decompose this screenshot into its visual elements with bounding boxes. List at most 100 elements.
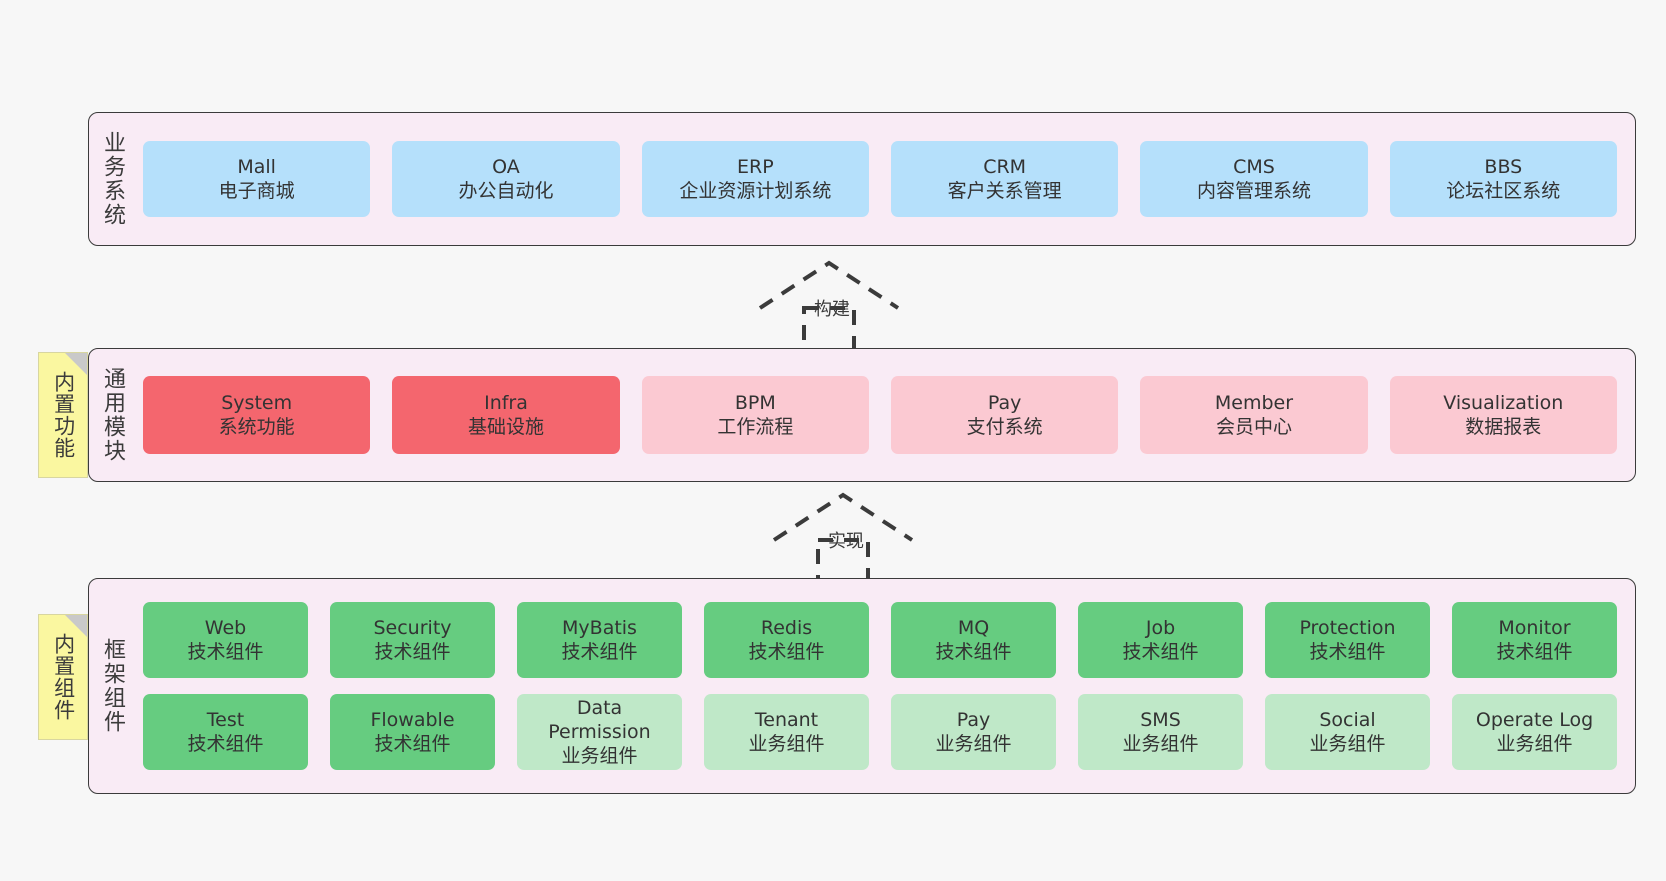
node-pay-component-desc: 业务组件 (935, 733, 1012, 755)
node-test-desc: 技术组件 (187, 733, 264, 755)
node-sms[interactable]: SMS 业务组件 (1078, 694, 1243, 770)
node-web-name: Web (204, 616, 247, 639)
node-protection-desc: 技术组件 (1309, 641, 1386, 663)
node-monitor[interactable]: Monitor 技术组件 (1452, 602, 1617, 678)
arrow-build-label: 构建 (814, 299, 850, 320)
layer-business-systems-body: Mall 电子商城 OA 办公自动化 ERP 企业资源计划系统 CRM 客户关系… (135, 113, 1635, 245)
node-bpm[interactable]: BPM 工作流程 (641, 376, 869, 454)
node-pay-component[interactable]: Pay 业务组件 (891, 694, 1056, 770)
node-flowable-name: Flowable (370, 708, 455, 731)
node-bpm-name: BPM (734, 391, 776, 414)
node-mq-name: MQ (957, 616, 990, 639)
node-flowable-desc: 技术组件 (374, 733, 451, 755)
node-job-desc: 技术组件 (1122, 641, 1199, 663)
framework-tech-row: Web 技术组件 Security 技术组件 MyBatis 技术组件 Redi… (143, 602, 1617, 678)
node-operate-log-name: Operate Log (1475, 708, 1594, 731)
node-protection[interactable]: Protection 技术组件 (1265, 602, 1430, 678)
node-infra-name: Infra (484, 391, 528, 414)
node-data-permission-name: Data Permission (548, 696, 651, 743)
note-builtin-features: 内置功能 (38, 352, 88, 478)
node-mall-name: Mall (237, 155, 276, 178)
node-bpm-desc: 工作流程 (717, 416, 794, 438)
node-mall-desc: 电子商城 (218, 180, 295, 202)
node-visualization[interactable]: Visualization 数据报表 (1389, 376, 1617, 454)
node-member-desc: 会员中心 (1215, 416, 1292, 438)
node-data-permission[interactable]: Data Permission 业务组件 (517, 694, 682, 770)
node-pay-module-desc: 支付系统 (966, 416, 1043, 438)
node-job-name: Job (1145, 616, 1176, 639)
node-mybatis-desc: 技术组件 (561, 641, 638, 663)
framework-biz-row: Test 技术组件 Flowable 技术组件 Data Permission … (143, 694, 1617, 770)
node-system-name: System (221, 391, 293, 414)
node-redis[interactable]: Redis 技术组件 (704, 602, 869, 678)
node-erp-desc: 企业资源计划系统 (679, 180, 832, 202)
node-social-name: Social (1319, 708, 1376, 731)
node-crm[interactable]: CRM 客户关系管理 (890, 141, 1119, 217)
layer-common-modules-body: System 系统功能 Infra 基础设施 BPM 工作流程 Pay 支付系统… (135, 349, 1635, 481)
node-mq-desc: 技术组件 (935, 641, 1012, 663)
module-node-row: System 系统功能 Infra 基础设施 BPM 工作流程 Pay 支付系统… (143, 376, 1617, 454)
node-mybatis-name: MyBatis (562, 616, 637, 639)
node-social[interactable]: Social 业务组件 (1265, 694, 1430, 770)
node-monitor-desc: 技术组件 (1496, 641, 1573, 663)
node-sms-name: SMS (1140, 708, 1181, 731)
node-infra-desc: 基础设施 (467, 416, 544, 438)
node-security[interactable]: Security 技术组件 (330, 602, 495, 678)
node-operate-log[interactable]: Operate Log 业务组件 (1452, 694, 1617, 770)
node-social-desc: 业务组件 (1309, 733, 1386, 755)
node-erp[interactable]: ERP 企业资源计划系统 (641, 141, 869, 217)
layer-common-modules-title: 通用模块 (99, 367, 125, 463)
node-tenant-name: Tenant (754, 708, 819, 731)
node-flowable[interactable]: Flowable 技术组件 (330, 694, 495, 770)
node-sms-desc: 业务组件 (1122, 733, 1199, 755)
layer-framework-components-body: Web 技术组件 Security 技术组件 MyBatis 技术组件 Redi… (135, 579, 1635, 793)
node-oa-name: OA (492, 155, 520, 178)
node-mq[interactable]: MQ 技术组件 (891, 602, 1056, 678)
node-pay-component-name: Pay (956, 708, 991, 731)
node-system-desc: 系统功能 (218, 416, 295, 438)
node-mall[interactable]: Mall 电子商城 (143, 141, 371, 217)
node-security-desc: 技术组件 (374, 641, 451, 663)
node-oa[interactable]: OA 办公自动化 (392, 141, 620, 217)
node-member[interactable]: Member 会员中心 (1140, 376, 1368, 454)
node-protection-name: Protection (1299, 616, 1396, 639)
node-member-name: Member (1214, 391, 1294, 414)
node-pay-module[interactable]: Pay 支付系统 (890, 376, 1119, 454)
layer-framework-components: 框架组件 Web 技术组件 Security 技术组件 MyBatis 技术组件… (88, 578, 1636, 794)
node-security-name: Security (373, 616, 452, 639)
node-crm-desc: 客户关系管理 (947, 180, 1062, 202)
arrow-implement-label: 实现 (828, 531, 864, 552)
node-cms[interactable]: CMS 内容管理系统 (1140, 141, 1368, 217)
node-pay-module-name: Pay (987, 391, 1022, 414)
node-visualization-name: Visualization (1443, 391, 1564, 414)
node-redis-desc: 技术组件 (748, 641, 825, 663)
node-oa-desc: 办公自动化 (458, 180, 554, 202)
node-web[interactable]: Web 技术组件 (143, 602, 308, 678)
layer-common-modules: 通用模块 System 系统功能 Infra 基础设施 BPM 工作流程 Pay (88, 348, 1636, 482)
node-crm-name: CRM (983, 155, 1027, 178)
node-mybatis[interactable]: MyBatis 技术组件 (517, 602, 682, 678)
arrow-build: 构建 (754, 258, 904, 354)
node-bbs-name: BBS (1484, 155, 1523, 178)
node-system[interactable]: System 系统功能 (143, 376, 371, 454)
note-builtin-components: 内置组件 (38, 614, 88, 740)
node-job[interactable]: Job 技术组件 (1078, 602, 1243, 678)
layer-business-systems-title: 业务系统 (99, 131, 125, 227)
business-node-row: Mall 电子商城 OA 办公自动化 ERP 企业资源计划系统 CRM 客户关系… (143, 141, 1617, 217)
node-web-desc: 技术组件 (187, 641, 264, 663)
node-cms-name: CMS (1233, 155, 1275, 178)
node-erp-name: ERP (736, 155, 774, 178)
arrow-implement: 实现 (768, 490, 918, 582)
node-test-name: Test (206, 708, 245, 731)
node-infra[interactable]: Infra 基础设施 (392, 376, 620, 454)
node-bbs[interactable]: BBS 论坛社区系统 (1389, 141, 1617, 217)
node-tenant[interactable]: Tenant 业务组件 (704, 694, 869, 770)
layer-framework-components-title: 框架组件 (99, 638, 125, 734)
node-test[interactable]: Test 技术组件 (143, 694, 308, 770)
node-data-permission-desc: 业务组件 (561, 745, 638, 768)
node-operate-log-desc: 业务组件 (1496, 733, 1573, 755)
node-monitor-name: Monitor (1498, 616, 1571, 639)
node-visualization-desc: 数据报表 (1465, 416, 1542, 438)
node-cms-desc: 内容管理系统 (1196, 180, 1311, 202)
